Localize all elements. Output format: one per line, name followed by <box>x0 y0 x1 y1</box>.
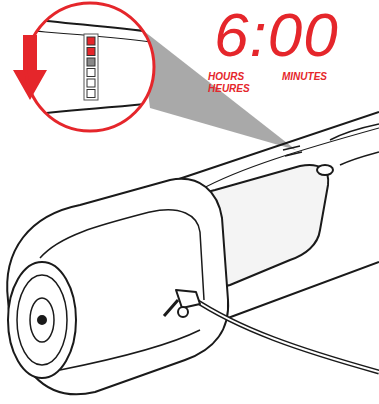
hoverboard <box>7 112 379 394</box>
hours-label-fr: HEURES <box>208 84 250 94</box>
battery-leds <box>87 37 95 98</box>
hours-label: HOURS <box>208 72 244 82</box>
minutes-label: MINUTES <box>282 72 327 82</box>
magnifier <box>13 3 165 131</box>
timer-digits: 6:00 <box>214 4 339 66</box>
